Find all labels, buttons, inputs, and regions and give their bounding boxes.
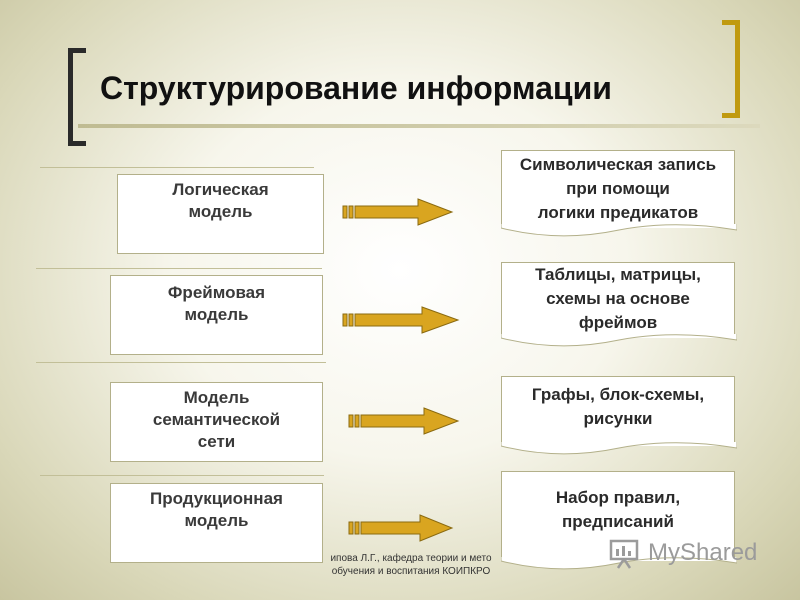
representation-box-frames: Таблицы, матрицы, схемы на основе фреймо… xyxy=(501,262,737,347)
model-box-frame: Фреймовая модель xyxy=(110,275,323,355)
representation-label: Символическая запись при помощи логики п… xyxy=(519,155,717,222)
slide-title: Структурирование информации xyxy=(100,70,612,106)
representation-label: Таблицы, матрицы, схемы на основе фреймо… xyxy=(535,265,701,332)
representation-box-rules: Набор правил, предписаний xyxy=(501,471,737,570)
separator-line xyxy=(40,167,314,168)
model-box-semantic: Модель семантической сети xyxy=(110,382,323,462)
representation-label: Набор правил, предписаний xyxy=(555,488,681,531)
model-box-logical: Логическая модель xyxy=(117,174,324,254)
watermark-logo: MyShared xyxy=(608,536,757,570)
representation-box-predicate: Символическая запись при помощи логики п… xyxy=(501,150,737,237)
presentation-icon xyxy=(609,539,639,569)
model-box-production: Продукционная модель xyxy=(110,483,323,563)
logo-text: MyShared xyxy=(648,539,758,566)
model-label: Логическая модель xyxy=(172,180,269,221)
bracket-left xyxy=(68,48,86,146)
footer-credit: ипова Л.Г., кафедра теории и мето обучен… xyxy=(330,553,492,577)
separator-line xyxy=(40,475,324,476)
representation-label: Графы, блок-схемы, рисунки xyxy=(531,385,705,428)
separator-line xyxy=(36,362,326,363)
arrow-right-icon xyxy=(342,198,454,226)
representation-box-graphs: Графы, блок-схемы, рисунки xyxy=(501,376,737,455)
model-label: Фреймовая модель xyxy=(167,283,266,324)
model-label: Продукционная модель xyxy=(150,489,283,530)
arrow-right-icon xyxy=(348,407,460,435)
separator-line xyxy=(36,268,322,269)
arrow-right-icon xyxy=(348,514,454,542)
arrow-right-icon xyxy=(342,306,460,334)
title-underline xyxy=(78,124,760,128)
bracket-right xyxy=(722,20,740,118)
model-label: Модель семантической сети xyxy=(152,388,281,451)
